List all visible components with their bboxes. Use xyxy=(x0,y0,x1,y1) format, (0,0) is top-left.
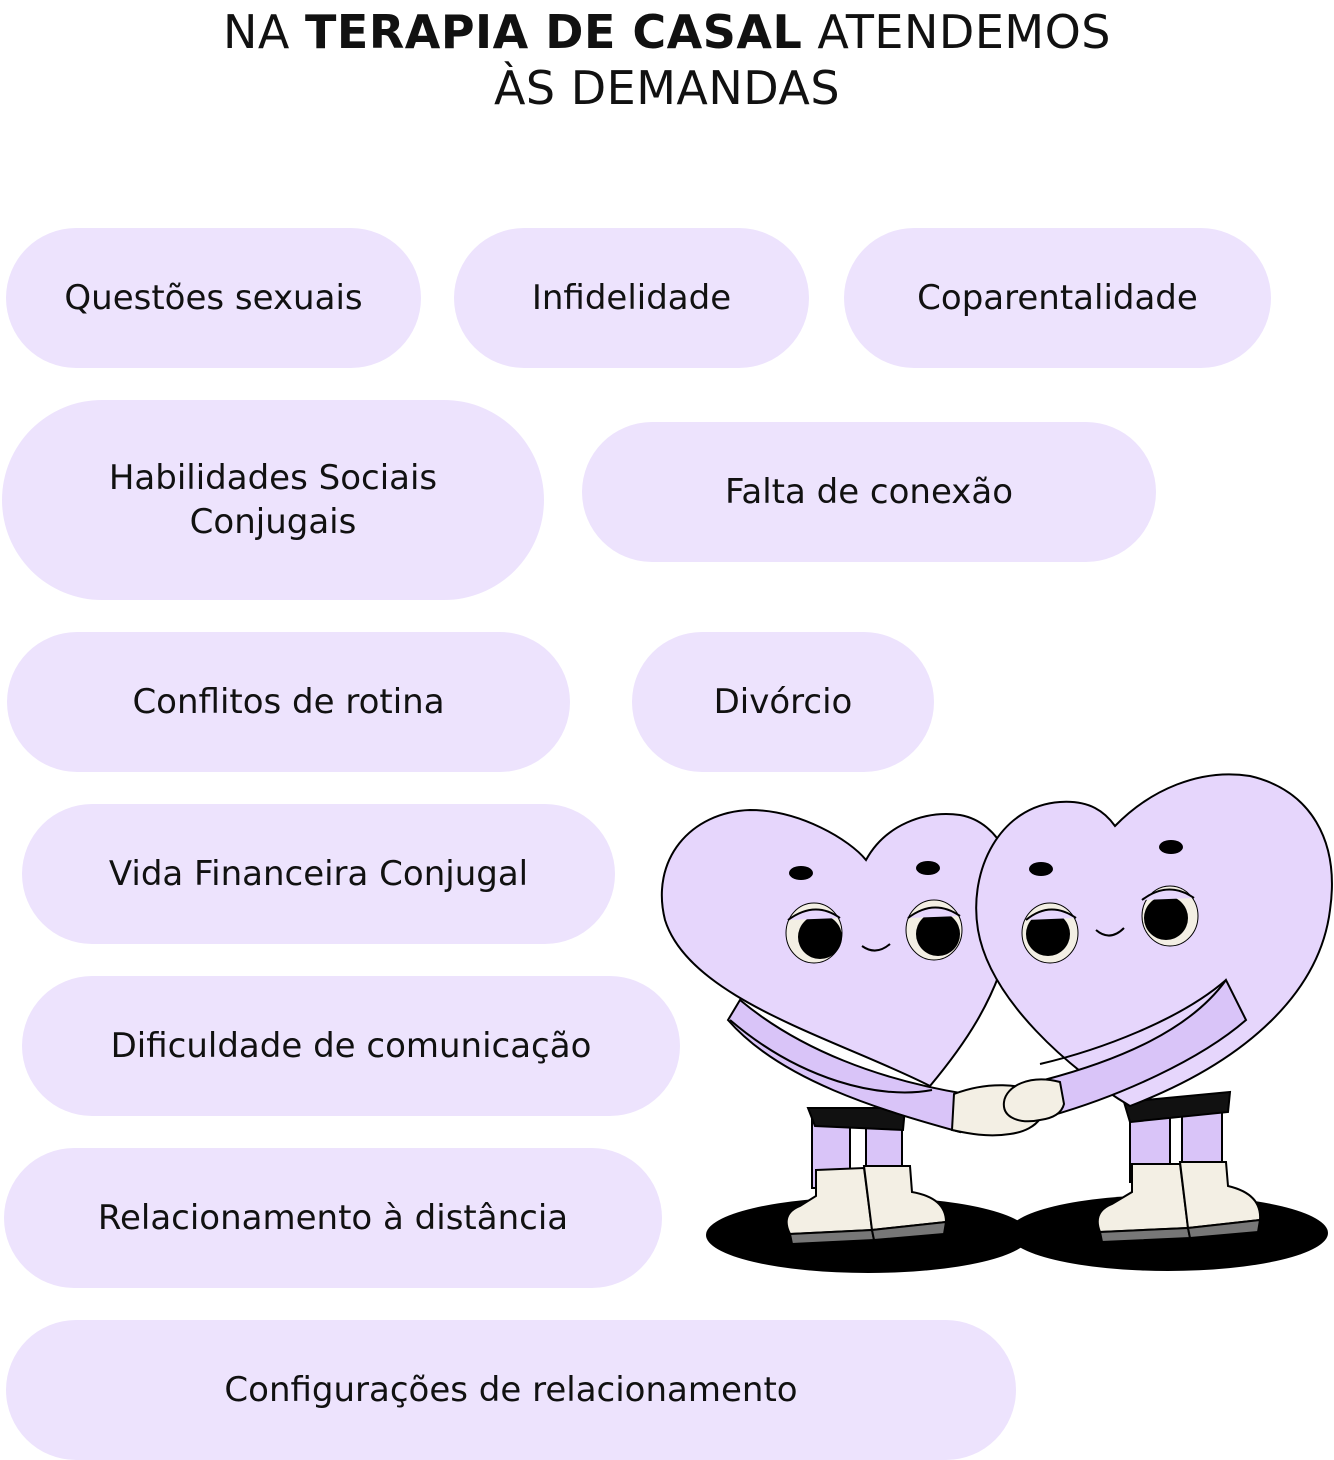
demand-pill-falta-de-conexao: Falta de conexão xyxy=(582,422,1156,562)
title-emphasis: TERAPIA DE CASAL xyxy=(305,5,803,59)
demand-pill-vida-financeira: Vida Financeira Conjugal xyxy=(22,804,615,944)
demand-pill-divorcio: Divórcio xyxy=(632,632,934,772)
demand-pill-label: Habilidades Sociais Conjugais xyxy=(108,458,438,542)
right-hand xyxy=(1002,1078,1066,1123)
two-hearts-holding-hands-icon xyxy=(660,773,1333,1273)
left-boots xyxy=(785,1165,948,1246)
demand-pill-distancia: Relacionamento à distância xyxy=(4,1148,662,1288)
demand-pill-conflitos-de-rotina: Conflitos de rotina xyxy=(7,632,570,772)
demand-pill-infidelidade: Infidelidade xyxy=(454,228,809,368)
demand-pill-habilidades-sociais: Habilidades Sociais Conjugais xyxy=(2,400,544,600)
title-line-2: ÀS DEMANDAS xyxy=(493,61,841,115)
right-face xyxy=(1021,840,1199,964)
demand-pill-coparentalidade: Coparentalidade xyxy=(844,228,1271,368)
page-title: NA TERAPIA DE CASAL ATENDEMOS ÀS DEMANDA… xyxy=(0,4,1334,116)
title-prefix: NA xyxy=(223,5,306,59)
demand-pill-configuracoes: Configurações de relacionamento xyxy=(6,1320,1016,1460)
demand-pill-comunicacao: Dificuldade de comunicação xyxy=(22,976,680,1116)
demand-pill-questoes-sexuais: Questões sexuais xyxy=(6,228,421,368)
title-suffix: ATENDEMOS xyxy=(802,5,1111,59)
right-boots xyxy=(1096,1161,1262,1244)
left-face xyxy=(785,861,963,964)
title-line-1: NA TERAPIA DE CASAL ATENDEMOS xyxy=(0,4,1334,60)
